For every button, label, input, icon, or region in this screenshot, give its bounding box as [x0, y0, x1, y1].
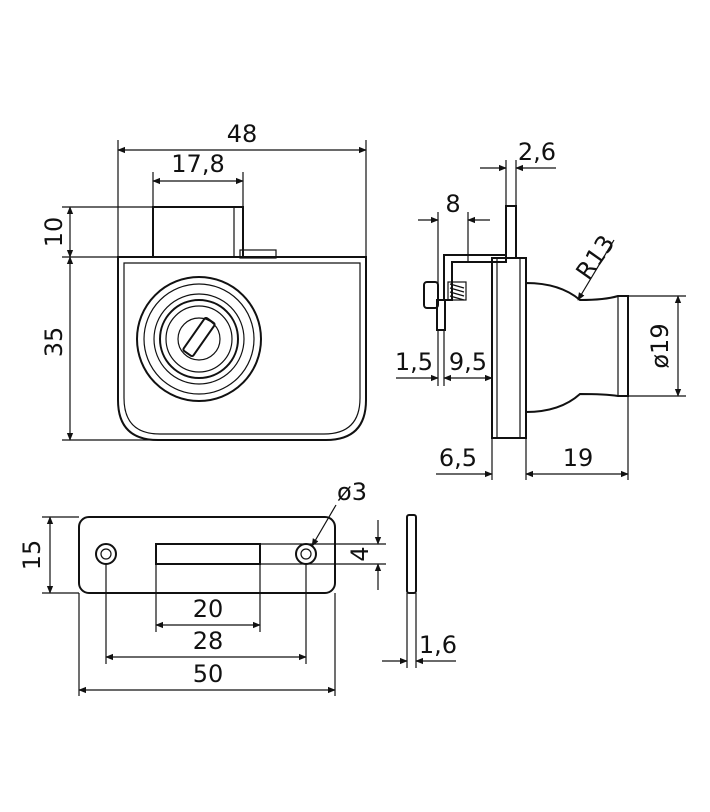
- dim-cylinder-height: 10: [40, 206, 153, 258]
- blade: [505, 205, 517, 259]
- label-bracket: 8: [445, 190, 460, 218]
- label-cylinder-height: 10: [40, 217, 68, 248]
- label-hole-spacing: 28: [193, 627, 224, 655]
- label-slot-height: 4: [346, 546, 374, 561]
- top-tab: [239, 249, 277, 259]
- bolt-head: [423, 281, 439, 309]
- spring: [447, 281, 467, 301]
- strike-plate: 15 ø3 4 20 28: [18, 478, 457, 696]
- label-body-height: 35: [40, 327, 68, 358]
- label-base: 6,5: [439, 444, 477, 472]
- label-knob-length: 19: [563, 444, 594, 472]
- key-slot: [182, 316, 216, 358]
- knob: [525, 281, 629, 414]
- dim-plate-length: 50: [78, 593, 336, 696]
- left-hole: [95, 543, 117, 565]
- dim-hole-spacing: 28: [105, 564, 307, 664]
- dim-body-height: 35: [40, 256, 158, 441]
- label-radius: R13: [570, 230, 620, 285]
- label-thickness: 2,6: [518, 138, 556, 166]
- dim-cylinder-width: 17,8: [152, 150, 244, 207]
- label-width: 48: [227, 120, 258, 148]
- side-view: 2,6 8 R13 ø19 1,5 9: [395, 138, 686, 480]
- strike-plate-side: [406, 514, 417, 594]
- label-hole: ø3: [337, 478, 367, 506]
- dim-thickness: 2,6: [480, 138, 556, 206]
- dim-diameter: ø19: [628, 295, 686, 397]
- cylinder-housing: [152, 206, 244, 258]
- label-depth: 9,5: [449, 348, 487, 376]
- strike-plate-outline: [78, 516, 336, 594]
- dim-gap-depth: 1,5 9,5: [395, 330, 493, 386]
- dim-slot-width: 20: [155, 564, 261, 632]
- dim-radius: R13: [570, 230, 620, 301]
- right-hole: [295, 543, 317, 565]
- label-plate-thickness: 1,6: [419, 631, 457, 659]
- dim-plate-height: 15: [18, 516, 79, 594]
- lock-body-inner: [123, 262, 361, 435]
- label-plate-height: 15: [18, 540, 46, 571]
- lock-body: [117, 256, 367, 441]
- label-slot-width: 20: [193, 595, 224, 623]
- label-cylinder-width: 17,8: [171, 150, 224, 178]
- lock-cylinder: [136, 276, 262, 402]
- label-gap: 1,5: [395, 348, 433, 376]
- dim-slot-height: 4: [260, 520, 386, 590]
- dim-bracket: 8: [418, 190, 490, 300]
- dim-base-knob: 6,5 19: [436, 396, 629, 480]
- label-plate-length: 50: [193, 660, 224, 688]
- label-diameter: ø19: [646, 323, 674, 368]
- dim-hole: ø3: [311, 478, 367, 547]
- slot: [155, 543, 261, 565]
- dim-width: 48: [117, 120, 367, 257]
- dim-plate-thickness: 1,6: [382, 593, 457, 668]
- front-view: 48 17,8 10 35: [40, 120, 367, 441]
